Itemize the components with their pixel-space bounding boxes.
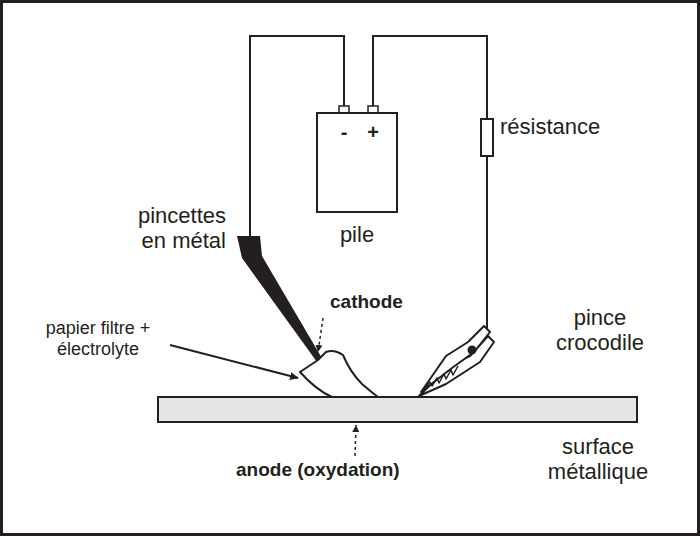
crocodile-clip (419, 326, 494, 396)
resistor-symbol (481, 119, 493, 156)
filter-paper (300, 351, 378, 397)
terminal-sign: + (367, 122, 379, 142)
leader-arrow (355, 425, 356, 456)
part-label: résistance (500, 114, 600, 139)
part-label: pincettes en métal (114, 203, 226, 254)
part-label: papier filtre + électrolyte (23, 318, 173, 359)
tweezers (237, 236, 323, 362)
leader-arrow (318, 318, 323, 352)
component-label: pile (340, 222, 374, 247)
wire-clip (486, 156, 488, 336)
battery-box: -+pile (316, 112, 398, 213)
leader-arrow (170, 345, 298, 378)
part-label: pince crocodile (544, 305, 656, 356)
wire-positive (373, 36, 487, 119)
part-label: cathode (330, 291, 403, 313)
metal-surface (158, 397, 637, 422)
part-label: surface métallique (536, 434, 660, 485)
part-label: anode (oxydation) (236, 459, 400, 481)
terminal-sign: - (341, 122, 348, 142)
